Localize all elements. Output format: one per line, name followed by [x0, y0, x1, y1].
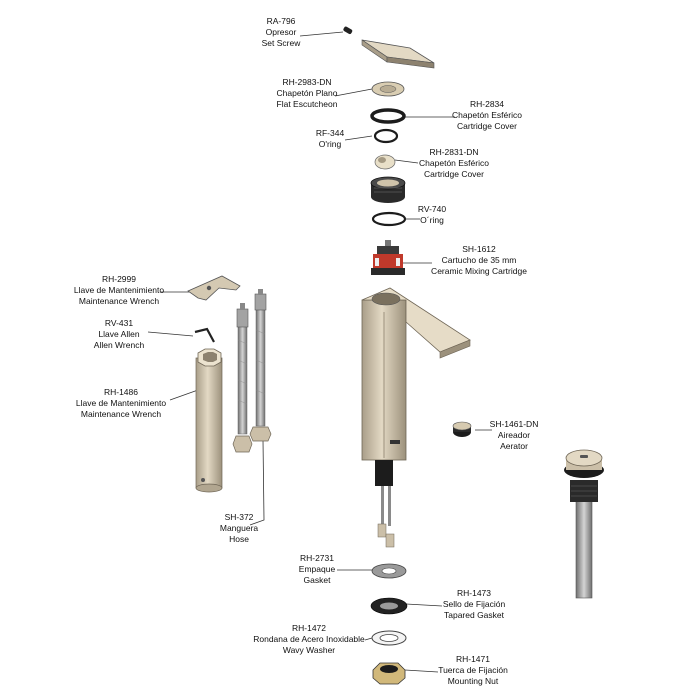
label-gasket-en: Gasket [303, 575, 331, 585]
label-tapered-gasket-es: Sello de Fijación [442, 599, 506, 609]
label-set-screw-es: Opresor [265, 27, 297, 37]
label-flat-escutcheon: RH-2983-DN Chapetón Plano Flat Escutcheo… [277, 77, 338, 110]
wrench-rh1486-part [195, 348, 223, 493]
label-wavy-washer-en: Wavy Washer [282, 645, 336, 655]
leader-lines [147, 31, 492, 673]
faucet-body [361, 287, 471, 548]
label-wrench-rh1486-es: Llave de Mantenimiento [75, 398, 167, 408]
leader-wrench-rh1486 [169, 389, 199, 401]
label-cartridge-cover-ring-en: Cartridge Cover [457, 121, 517, 131]
cartridge-cover-ring-part [370, 108, 406, 124]
mounting-nut-part [372, 662, 406, 685]
label-cartridge-cover-dome-es: Chapetón Esférico [419, 158, 489, 168]
label-cartridge-cover-ring-code: RH-2834 [469, 99, 505, 109]
label-flat-escutcheon-en: Flat Escutcheon [276, 99, 338, 109]
label-wrench-rh2999-es: Llave de Mantenimiento [73, 285, 165, 295]
label-tapered-gasket: RH-1473 Sello de Fijación Tapared Gasket [443, 588, 505, 621]
allen-wrench-part [194, 327, 215, 343]
label-flat-escutcheon-es: Chapetón Plano [276, 88, 338, 98]
gasket-part [371, 563, 407, 579]
oring-rv740-part [371, 211, 407, 227]
label-oring-rv740-en: O´ring [420, 215, 444, 225]
label-flat-escutcheon-code: RH-2983-DN [282, 77, 332, 87]
label-hose-code: SH-372 [224, 512, 254, 522]
tapered-gasket-part [370, 597, 408, 615]
label-aerator-es: Aireador [497, 430, 531, 440]
label-set-screw-code: RA-796 [266, 16, 296, 26]
label-aerator-en: Aerator [500, 441, 528, 451]
label-mounting-nut-es: Tuerca de Fijación [438, 665, 508, 675]
threaded-collar-part [370, 176, 406, 203]
leader-wavy-washer [364, 637, 373, 641]
label-cartridge: SH-1612 Cartucho de 35 mm Ceramic Mixing… [431, 244, 527, 277]
label-hose: SH-372 Manguera Hose [220, 512, 258, 545]
label-oring-rf344-en: O'ring [318, 139, 342, 149]
label-allen-wrench-en: Allen Wrench [93, 340, 145, 350]
label-cartridge-cover-ring-es: Chapetón Esférico [452, 110, 522, 120]
leader-set-screw [299, 31, 344, 37]
leader-mounting-nut [404, 669, 439, 673]
label-hose-es: Manguera [219, 523, 259, 533]
label-gasket-es: Empaque [298, 564, 336, 574]
leader-tapered-gasket [405, 603, 443, 607]
label-gasket-code: RH-2731 [299, 553, 335, 563]
label-cartridge-cover-dome: RH-2831-DN Chapetón Esférico Cartridge C… [419, 147, 489, 180]
label-gasket: RH-2731 Empaque Gasket [299, 553, 335, 586]
set-screw-part [343, 26, 353, 34]
label-wrench-rh2999: RH-2999 Llave de Mantenimiento Maintenan… [74, 274, 164, 307]
label-oring-rf344-code: RF-344 [315, 128, 345, 138]
label-cartridge-cover-dome-code: RH-2831-DN [429, 147, 479, 157]
label-tapered-gasket-en: Tapared Gasket [443, 610, 504, 620]
label-tapered-gasket-code: RH-1473 [456, 588, 492, 598]
label-oring-rv740-code: RV-740 [417, 204, 447, 214]
wavy-washer-part [371, 630, 407, 646]
label-mounting-nut-code: RH-1471 [455, 654, 491, 664]
label-mounting-nut: RH-1471 Tuerca de Fijación Mounting Nut [438, 654, 508, 687]
oring-rf344-part [373, 128, 399, 144]
label-allen-wrench-es: Llave Allen [98, 329, 140, 339]
cartridge-cover-dome-part [374, 154, 396, 170]
cartridge-part [371, 240, 405, 275]
flat-escutcheon-part [371, 81, 405, 97]
label-cartridge-cover-dome-en: Cartridge Cover [424, 169, 484, 179]
label-aerator: SH-1461-DN Aireador Aerator [490, 419, 539, 452]
label-aerator-code: SH-1461-DN [489, 419, 539, 429]
label-hose-en: Hose [229, 534, 249, 544]
label-wavy-washer-code: RH-1472 [291, 623, 327, 633]
label-oring-rf344: RF-344 O'ring [316, 128, 344, 150]
label-wavy-washer-es: Rondana de Acero Inoxidable [253, 634, 365, 644]
flat-escutcheon-plate [361, 39, 435, 69]
label-set-screw-en: Set Screw [261, 38, 301, 48]
label-allen-wrench-code: RV-431 [104, 318, 134, 328]
label-mounting-nut-en: Mounting Nut [447, 676, 499, 686]
label-wrench-rh1486: RH-1486 Llave de Mantenimiento Maintenan… [76, 387, 166, 420]
hose-part [232, 289, 272, 453]
label-oring-rv740: RV-740 O´ring [418, 204, 446, 226]
leader-cartridge-cover-dome [394, 159, 419, 164]
label-cartridge-cover-ring: RH-2834 Chapetón Esférico Cartridge Cove… [452, 99, 522, 132]
label-wrench-rh1486-en: Maintenance Wrench [80, 409, 162, 419]
leader-flat-escutcheon [334, 88, 373, 97]
label-wrench-rh2999-code: RH-2999 [101, 274, 137, 284]
label-wrench-rh2999-en: Maintenance Wrench [78, 296, 160, 306]
wrench-rh2999-part [187, 275, 241, 301]
label-set-screw: RA-796 Opresor Set Screw [262, 16, 301, 49]
label-wavy-washer: RH-1472 Rondana de Acero Inoxidable Wavy… [253, 623, 365, 656]
label-cartridge-es: Cartucho de 35 mm [441, 255, 517, 265]
drain-part [564, 449, 604, 599]
leader-allen-wrench [147, 331, 194, 337]
aerator-part [452, 421, 472, 437]
label-allen-wrench: RV-431 Llave Allen Allen Wrench [94, 318, 144, 351]
label-cartridge-code: SH-1612 [462, 244, 496, 254]
leader-hose [249, 439, 265, 526]
label-cartridge-en: Ceramic Mixing Cartridge [431, 266, 527, 276]
label-wrench-rh1486-code: RH-1486 [103, 387, 139, 397]
leader-oring-rf344 [344, 135, 373, 141]
